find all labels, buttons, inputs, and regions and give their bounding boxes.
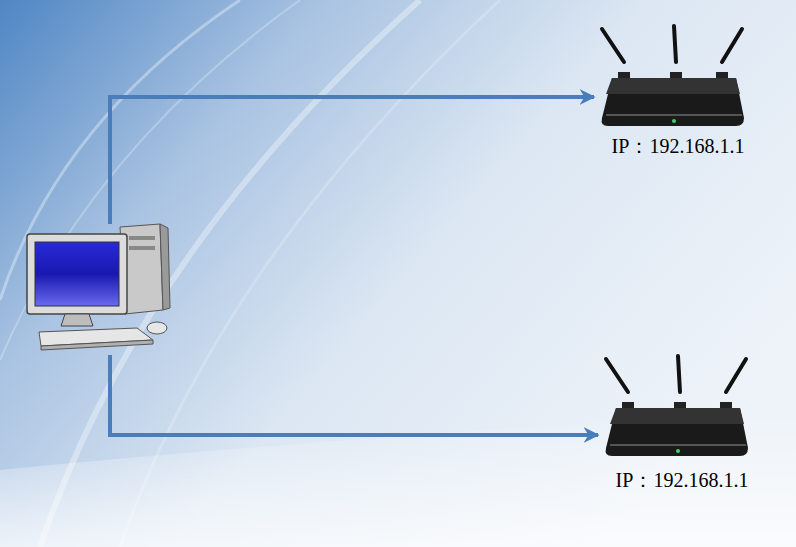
router-icon	[594, 22, 754, 134]
connector-arrow	[110, 97, 594, 224]
computer-icon	[25, 222, 175, 357]
router-node: IP：192.168.1.1	[594, 22, 762, 167]
router-icon	[598, 352, 758, 464]
ip-label: IP：192.168.1.1	[594, 134, 762, 158]
router-node: IP：192.168.1.1	[598, 352, 766, 497]
connector-arrow	[110, 355, 598, 435]
ip-label: IP：192.168.1.1	[598, 468, 766, 492]
computer-node	[25, 222, 175, 357]
